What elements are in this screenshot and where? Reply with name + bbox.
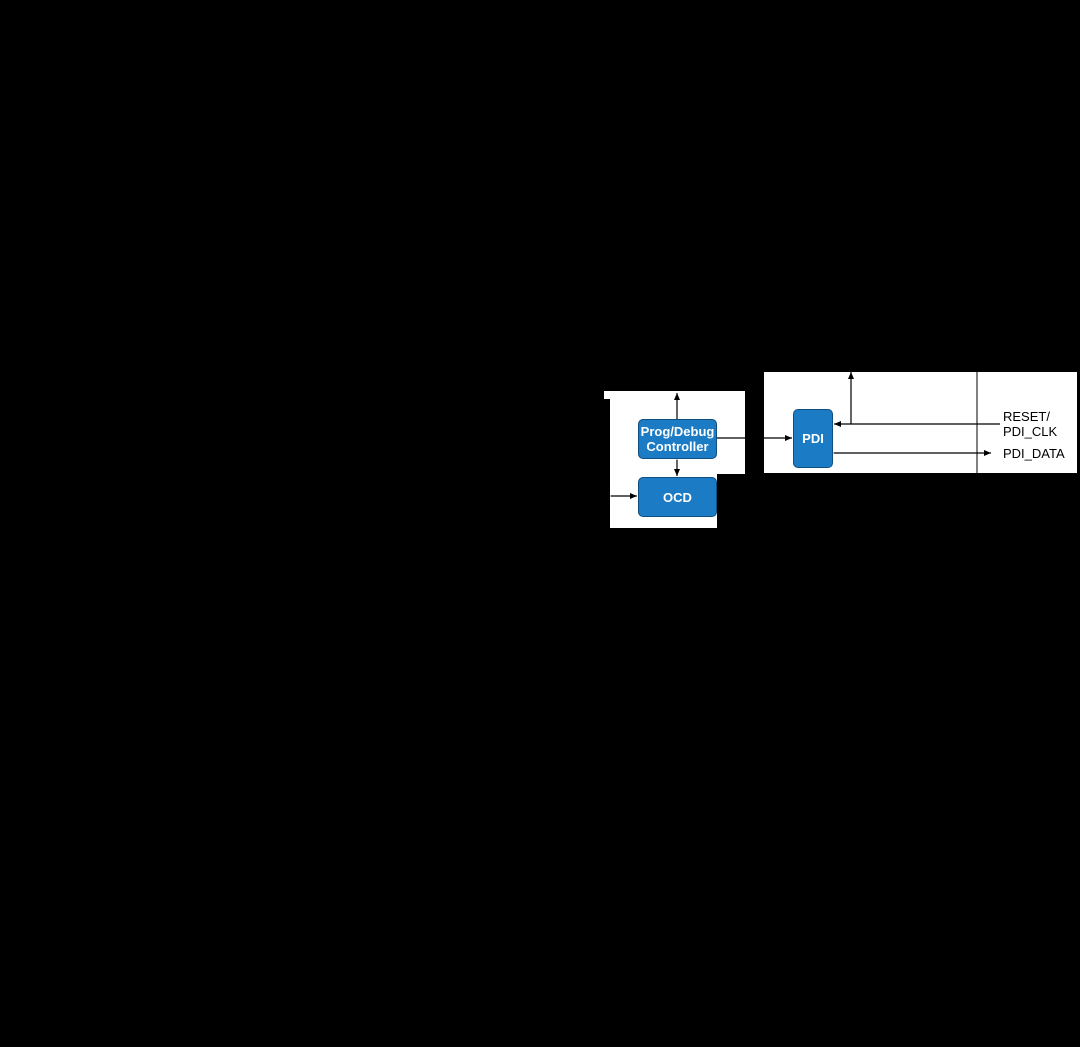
ocd-block: OCD [638, 477, 717, 517]
reset-label: RESET/ [1003, 409, 1050, 424]
pdi-data-label: PDI_DATA [1003, 446, 1065, 461]
pdi-block: PDI [793, 409, 833, 468]
pdi-clk-label: PDI_CLK [1003, 424, 1058, 439]
prog-debug-controller-block: Prog/Debug Controller [638, 419, 717, 459]
